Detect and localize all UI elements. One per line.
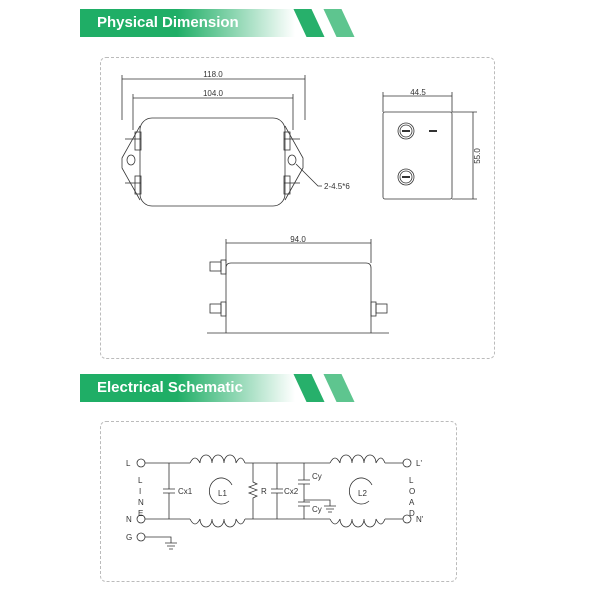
ground-icon xyxy=(145,536,177,550)
svg-text:L2: L2 xyxy=(358,489,367,498)
svg-text:Cx1: Cx1 xyxy=(178,487,193,496)
svg-text:Cy: Cy xyxy=(312,505,322,514)
svg-text:104.0: 104.0 xyxy=(203,89,224,98)
section-title: Physical Dimension xyxy=(97,14,239,31)
capacitor-Cx1 xyxy=(163,463,175,519)
svg-text:O: O xyxy=(409,487,415,496)
capacitor-Cx2 xyxy=(271,463,283,519)
svg-text:94.0: 94.0 xyxy=(290,235,306,244)
section-header-physical: Physical Dimension xyxy=(80,9,355,37)
front-view-drawing: 94.0 xyxy=(207,235,389,334)
svg-text:E: E xyxy=(138,509,143,518)
svg-text:Cx2: Cx2 xyxy=(284,487,299,496)
svg-text:L: L xyxy=(126,459,131,468)
svg-text:N: N xyxy=(126,515,132,524)
svg-text:R: R xyxy=(261,487,267,496)
svg-text:G: G xyxy=(126,533,132,542)
section-header-electrical: Electrical Schematic xyxy=(80,374,355,402)
top-view-drawing: 118.0 104.0 2-4.5*6 xyxy=(121,70,350,207)
svg-text:118.0: 118.0 xyxy=(203,70,223,79)
svg-text:Cy: Cy xyxy=(312,472,322,481)
terminal-L-out xyxy=(402,458,412,468)
inductor-L2-bottom xyxy=(329,518,386,528)
section-title: Electrical Schematic xyxy=(97,379,243,396)
svg-text:N': N' xyxy=(416,515,424,524)
svg-text:L: L xyxy=(138,476,143,485)
svg-text:I: I xyxy=(139,487,141,496)
svg-text:L1: L1 xyxy=(218,489,227,498)
side-view-drawing: 44.5 55.0 xyxy=(382,88,482,200)
svg-text:N: N xyxy=(138,498,144,507)
svg-text:55.0: 55.0 xyxy=(473,148,482,164)
svg-text:2-4.5*6: 2-4.5*6 xyxy=(324,182,350,191)
resistor-R xyxy=(247,463,259,519)
svg-text:D: D xyxy=(409,509,415,518)
svg-text:L': L' xyxy=(416,459,422,468)
electrical-schematic-panel xyxy=(100,421,457,582)
terminal-G xyxy=(136,532,146,542)
svg-text:44.5: 44.5 xyxy=(410,88,426,97)
svg-text:L: L xyxy=(409,476,414,485)
inductor-L1-top xyxy=(189,454,246,464)
terminal-L xyxy=(136,458,146,468)
inductor-L2-top xyxy=(329,454,386,464)
L2-arrow xyxy=(348,477,373,505)
capacitor-Cy xyxy=(298,463,336,519)
physical-dimension-panel xyxy=(100,57,495,359)
inductor-L1-bottom xyxy=(189,518,246,528)
svg-text:A: A xyxy=(409,498,415,507)
L1-arrow xyxy=(208,477,233,505)
